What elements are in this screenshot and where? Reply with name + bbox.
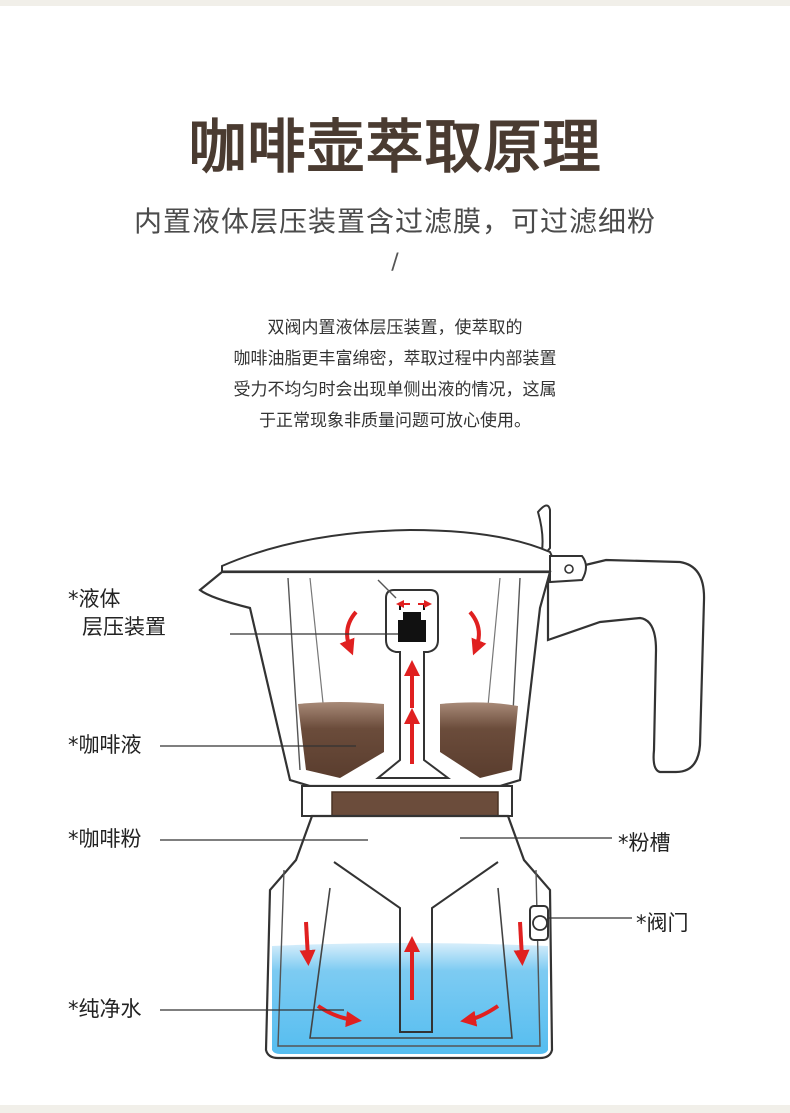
label-powder-slot: *粉槽 bbox=[618, 830, 671, 857]
description-line: 受力不均匀时会出现单侧出液的情况，这属 bbox=[0, 375, 790, 406]
description-line: 咖啡油脂更丰富绵密，萃取过程中内部装置 bbox=[0, 344, 790, 375]
top-edge-band bbox=[0, 0, 790, 6]
arrow-down bbox=[306, 922, 308, 958]
label-valve: *阀门 bbox=[636, 910, 689, 937]
label-pressure-device-line2: 层压装置 bbox=[82, 614, 166, 641]
bottom-edge-band bbox=[0, 1105, 790, 1113]
label-pure-water: *纯净水 bbox=[68, 996, 142, 1023]
label-coffee-liquid: *咖啡液 bbox=[68, 732, 142, 759]
page-title: 咖啡壶萃取原理 bbox=[0, 100, 790, 184]
divider-slash: / bbox=[0, 250, 790, 275]
label-coffee-powder: *咖啡粉 bbox=[68, 826, 142, 853]
description-line: 于正常现象非质量问题可放心使用。 bbox=[0, 406, 790, 437]
description-block: 双阀内置液体层压装置，使萃取的 咖啡油脂更丰富绵密，萃取过程中内部装置 受力不均… bbox=[0, 313, 790, 437]
pot-handle bbox=[548, 560, 704, 772]
pot-lid bbox=[222, 505, 586, 582]
arrow-down bbox=[520, 922, 522, 958]
valve-knob bbox=[530, 906, 548, 940]
moka-pot-diagram bbox=[0, 470, 790, 1080]
description-line: 双阀内置液体层压装置，使萃取的 bbox=[0, 313, 790, 344]
label-pressure-device-line1: *液体 bbox=[68, 586, 121, 613]
moka-pot-illustration bbox=[0, 470, 790, 1080]
page-subtitle: 内置液体层压装置含过滤膜，可过滤细粉 bbox=[0, 200, 790, 240]
